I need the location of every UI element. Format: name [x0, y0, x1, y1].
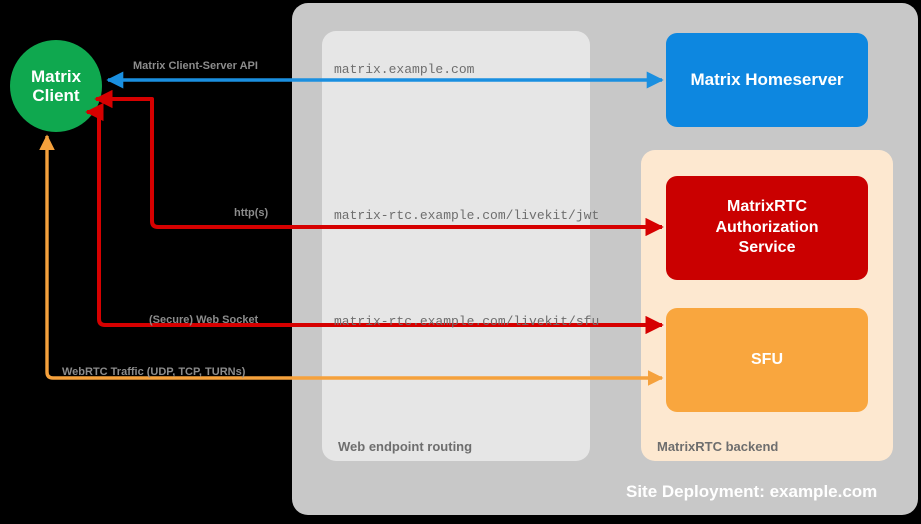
endpoint-livekit-sfu: matrix-rtc.example.com/livekit/sfu — [334, 314, 600, 329]
matrix-homeserver-node[interactable] — [666, 33, 868, 127]
matrixrtc-backend-caption: MatrixRTC backend — [657, 439, 779, 454]
web-endpoint-routing-box — [322, 31, 590, 461]
edge-label-secure-web-socket: (Secure) Web Socket — [149, 314, 259, 326]
edge-label-webrtc-traffic: WebRTC Traffic (UDP, TCP, TURNs) — [62, 366, 246, 378]
matrix-client-node[interactable] — [10, 40, 102, 132]
edge-label-matrix-client-server-api: Matrix Client-Server API — [133, 60, 258, 72]
matrixrtc-auth-service-node[interactable] — [666, 176, 868, 280]
sfu-node[interactable] — [666, 308, 868, 412]
endpoint-matrix-example-com: matrix.example.com — [334, 62, 475, 77]
site-deployment-caption: Site Deployment: example.com — [626, 482, 878, 501]
endpoint-livekit-jwt: matrix-rtc.example.com/livekit/jwt — [334, 208, 600, 223]
edge-label-https: http(s) — [234, 207, 269, 219]
web-endpoint-routing-caption: Web endpoint routing — [338, 439, 473, 454]
edge-webrtc-traffic — [39, 134, 664, 386]
